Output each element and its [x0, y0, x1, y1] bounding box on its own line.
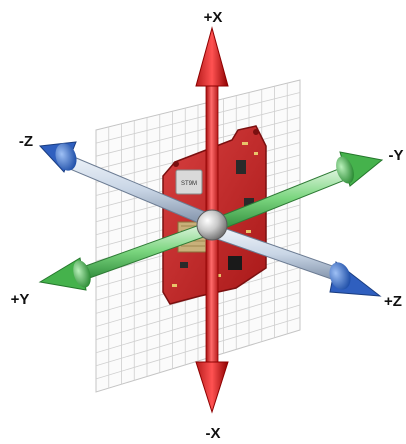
- grid-line: [95, 104, 301, 157]
- grid-line: [95, 317, 301, 380]
- grid-line: [95, 304, 301, 367]
- ic-chip: [180, 262, 188, 268]
- center-hub: [196, 209, 228, 241]
- label-neg-x: -X: [206, 425, 221, 442]
- label-pos-x: +X: [204, 9, 223, 26]
- pos-z-axis: [213, 225, 382, 297]
- grid-line: [95, 279, 301, 340]
- label-pos-y: +Y: [11, 291, 30, 308]
- ic-chip: [236, 160, 246, 174]
- pos-y-axis: [38, 221, 213, 291]
- label-neg-z: -Z: [19, 133, 33, 150]
- chip-module: [175, 169, 203, 195]
- neg-z-axis: [38, 141, 211, 227]
- grid-line: [95, 292, 301, 354]
- grid-line: [95, 117, 301, 170]
- label-pos-z: +Z: [384, 293, 402, 310]
- label-neg-y: -Y: [389, 147, 404, 164]
- grid-line: [95, 92, 301, 144]
- pos-x-axis: [195, 26, 229, 223]
- chip-label: ST9M: [181, 181, 197, 187]
- ic-chip: [228, 256, 242, 270]
- neg-x-axis: [195, 225, 229, 414]
- ic-chip: [244, 198, 254, 206]
